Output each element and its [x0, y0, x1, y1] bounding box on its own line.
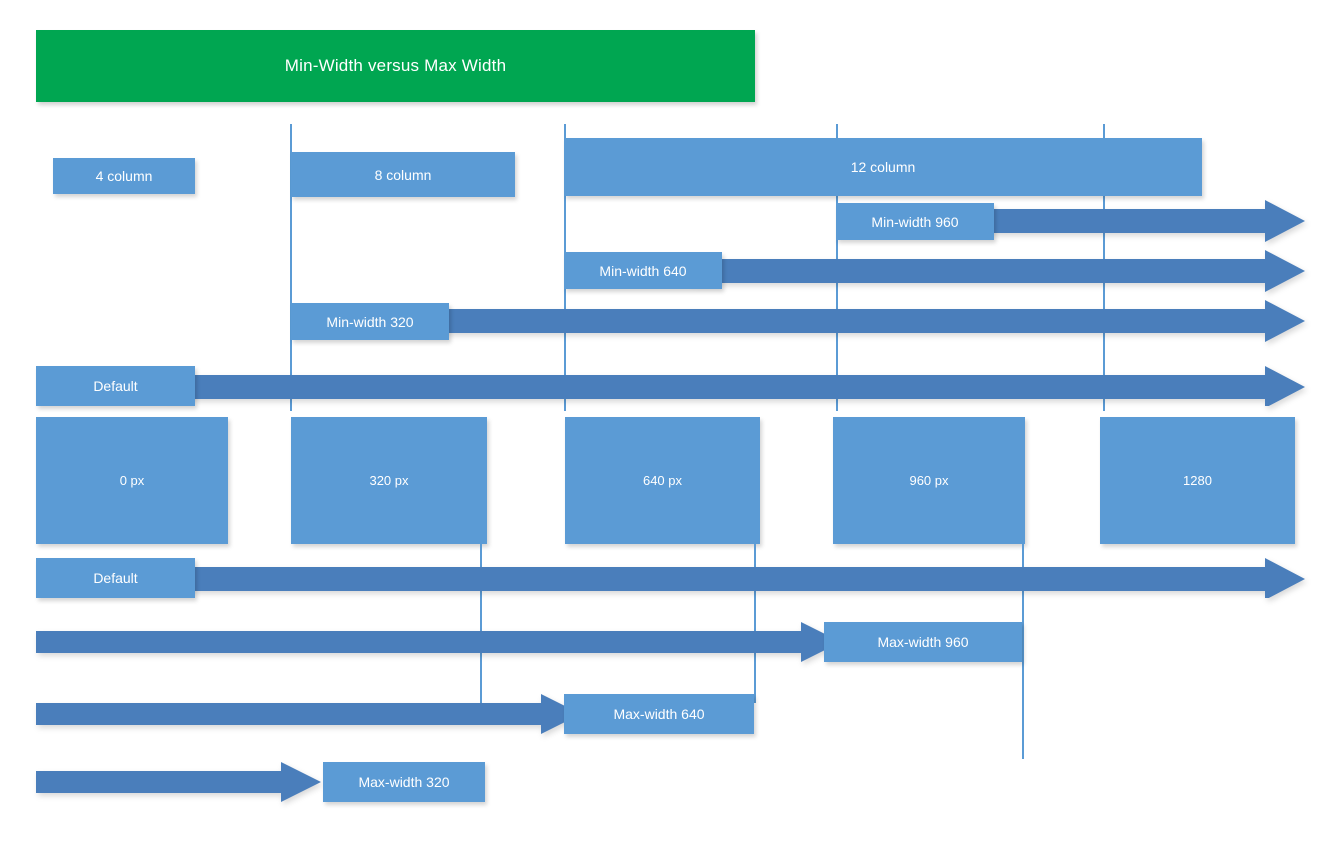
gridline-320-top [290, 124, 292, 411]
min-width-960-label: Min-width 960 [871, 213, 959, 230]
max-width-320-label: Max-width 320 [358, 774, 450, 790]
max-width-640-label: Max-width 640 [613, 706, 705, 722]
min-width-960-label-box: Min-width 960 [836, 203, 994, 240]
min-default-label: Default [93, 378, 138, 394]
breakpoint-box-0px: 0 px [36, 417, 228, 544]
min-width-640-label-box: Min-width 640 [564, 252, 722, 289]
breakpoint-label-640px: 640 px [642, 473, 683, 488]
min-width-960-arrow [960, 200, 1305, 242]
breakpoint-label-0px: 0 px [119, 473, 145, 488]
max-width-960-arrow [36, 620, 841, 664]
title-banner: Min-Width versus Max Width [36, 30, 755, 102]
max-default-label-box: Default [36, 558, 195, 598]
gridline-640-bottom [754, 544, 756, 703]
page-title: Min-Width versus Max Width [284, 56, 507, 75]
max-width-960-label: Max-width 960 [877, 634, 969, 650]
gridline-960-bottom [1022, 544, 1024, 759]
breakpoint-box-320px: 320 px [291, 417, 487, 544]
max-width-960-label-box: Max-width 960 [824, 622, 1022, 662]
column-box-8: 8 column [291, 152, 515, 197]
min-width-320-label: Min-width 320 [326, 313, 414, 330]
column-box-12: 12 column [564, 138, 1202, 196]
min-default-label-box: Default [36, 366, 195, 406]
min-width-320-arrow [418, 300, 1305, 342]
max-width-640-label-box: Max-width 640 [564, 694, 754, 734]
breakpoint-box-640px: 640 px [565, 417, 760, 544]
column-box-4-label: 4 column [95, 168, 153, 184]
column-box-4: 4 column [53, 158, 195, 194]
breakpoint-box-1280px: 1280 [1100, 417, 1295, 544]
column-box-12-label: 12 column [850, 159, 916, 175]
min-default-arrow [160, 364, 1305, 406]
max-width-320-arrow [36, 760, 321, 804]
breakpoint-label-1280px: 1280 [1183, 473, 1212, 488]
max-width-320-label-box: Max-width 320 [323, 762, 485, 802]
max-default-label: Default [93, 570, 138, 586]
min-width-320-label-box: Min-width 320 [291, 303, 449, 340]
breakpoint-label-960px: 960 px [909, 473, 949, 488]
breakpoint-label-320px: 320 px [369, 473, 409, 488]
gridline-320-bottom [480, 544, 482, 703]
max-width-640-arrow [36, 692, 581, 736]
breakpoint-box-960px: 960 px [833, 417, 1025, 544]
column-box-8-label: 8 column [374, 166, 432, 183]
max-default-arrow [160, 556, 1305, 598]
min-width-640-label: Min-width 640 [599, 262, 687, 279]
min-width-640-arrow [690, 250, 1305, 292]
